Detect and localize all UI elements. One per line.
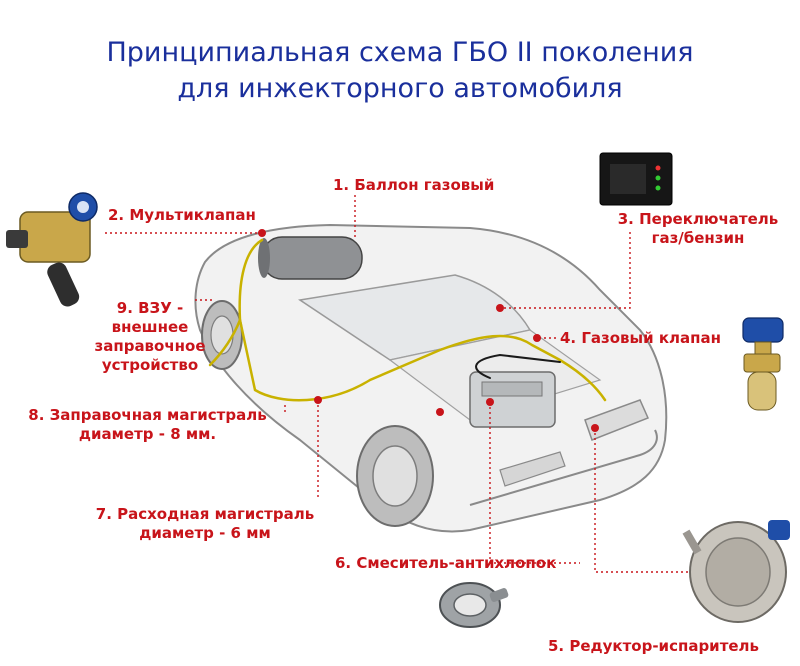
diagram-title-line1: Принципиальная схема ГБО II поколения — [106, 37, 694, 68]
label-filler-line3: заправочное — [94, 337, 206, 355]
leader-3 — [500, 232, 631, 309]
label-filler-line1: 9. ВЗУ - — [116, 299, 184, 317]
switch-photo — [599, 152, 673, 206]
label-filler-line2: внешнее — [111, 318, 189, 336]
label-switch: 3. Переключатель газ/бензин — [598, 210, 798, 248]
hose-black — [475, 353, 561, 379]
label-supply-line: 7. Расходная магистраль диаметр - 6 мм — [70, 505, 340, 543]
leader-dots — [258, 229, 599, 432]
label-mixer: 6. Смеситель-антихлопок — [335, 554, 557, 572]
filling-line — [208, 318, 242, 367]
car-headlight — [584, 399, 650, 441]
gas-valve-photo — [742, 317, 784, 411]
car-front-bumper — [469, 429, 658, 506]
multivalve-photo — [6, 192, 98, 307]
label-filling-line-1: 8. Заправочная магистраль — [28, 406, 267, 424]
mixer-photo — [439, 582, 509, 628]
gas-tank — [258, 236, 363, 280]
label-switch-line1: 3. Переключатель — [617, 210, 779, 228]
label-multivalve: 2. Мультиклапан — [108, 206, 256, 224]
label-gas-cylinder: 1. Баллон газовый — [333, 176, 495, 194]
supply-line — [238, 238, 607, 402]
label-filler-line4: устройство — [101, 356, 199, 374]
diagram-title-line2: для инжекторного автомобиля — [177, 73, 623, 104]
leader-6 — [489, 402, 580, 564]
label-filler: 9. ВЗУ - внешнее заправочное устройство — [70, 299, 230, 375]
label-supply-line-1: 7. Расходная магистраль — [95, 505, 315, 523]
label-gas-valve: 4. Газовый клапан — [560, 329, 721, 347]
reducer-photo — [682, 520, 790, 623]
label-filling-line: 8. Заправочная магистраль диаметр - 8 мм… — [5, 406, 290, 444]
label-switch-line2: газ/бензин — [651, 229, 745, 247]
car-illustration — [194, 223, 668, 533]
label-filling-line-2: диаметр - 8 мм. — [78, 425, 217, 443]
label-reducer: 5. Редуктор-испаритель — [548, 637, 760, 655]
car-grille — [499, 451, 566, 487]
label-supply-line-2: диаметр - 6 мм — [139, 524, 271, 542]
engine-block — [469, 371, 556, 428]
gas-lines — [208, 238, 607, 402]
